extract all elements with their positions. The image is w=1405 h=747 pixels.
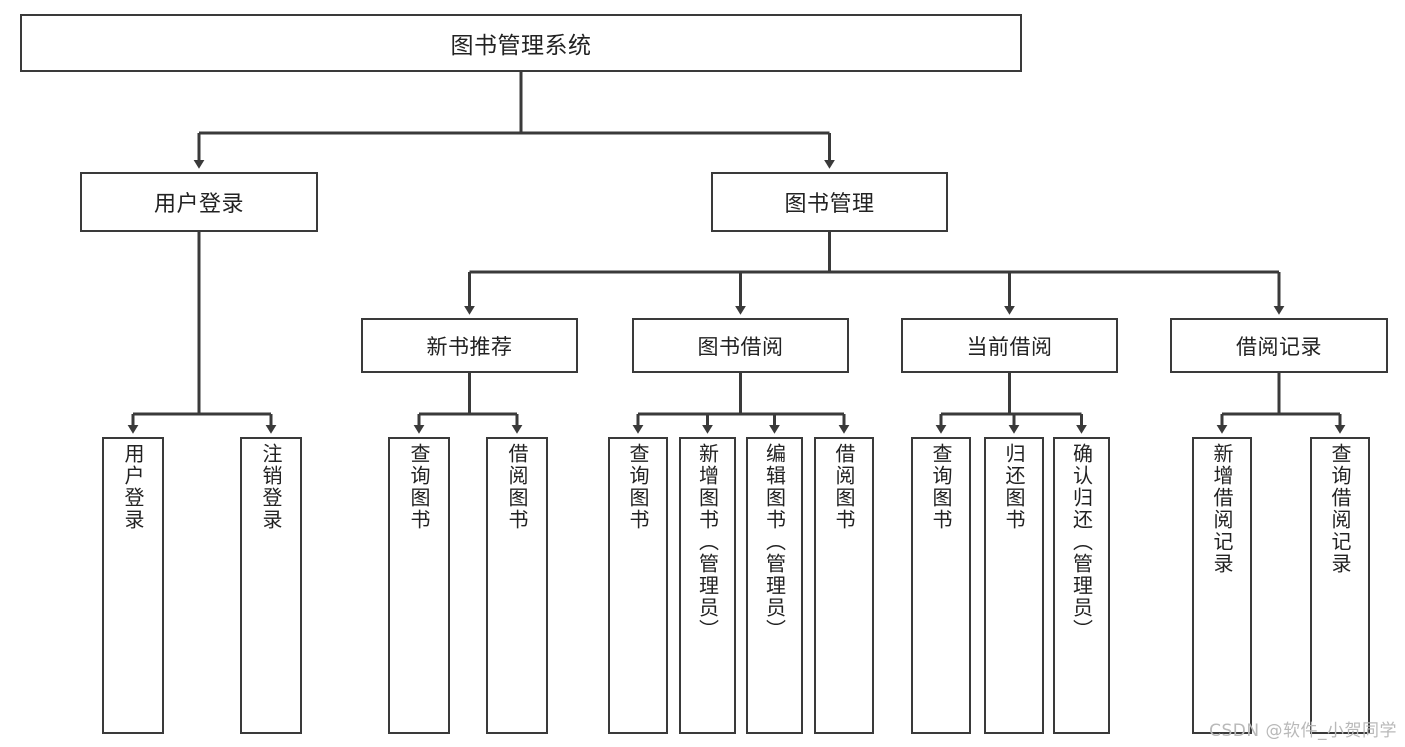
node-leaf-query-book-current[interactable]: 查询图书 — [911, 437, 971, 734]
node-leaf-borrow-book-recommend[interactable]: 借阅图书 — [486, 437, 548, 734]
node-leaf-query-book-recommend[interactable]: 查询图书 — [388, 437, 450, 734]
node-label: 借阅图书 — [832, 443, 856, 531]
node-leaf-return-book[interactable]: 归还图书 — [984, 437, 1044, 734]
node-label: 查询图书 — [929, 443, 953, 531]
node-leaf-logout[interactable]: 注销登录 — [240, 437, 302, 734]
node-leaf-edit-book[interactable]: 编辑图书（管理员） — [746, 437, 803, 734]
node-leaf-add-book[interactable]: 新增图书（管理员） — [679, 437, 736, 734]
watermark-text: CSDN @软件_小贺同学 — [1209, 721, 1397, 741]
node-new-book-recommend[interactable]: 新书推荐 — [361, 318, 578, 373]
node-user-login[interactable]: 用户登录 — [80, 172, 318, 232]
node-label: 确认归还（管理员） — [1069, 443, 1094, 641]
node-book-manage[interactable]: 图书管理 — [711, 172, 948, 232]
node-leaf-borrow-book[interactable]: 借阅图书 — [814, 437, 874, 734]
node-label: 注销登录 — [259, 443, 283, 531]
node-book-borrow[interactable]: 图书借阅 — [632, 318, 849, 373]
node-label: 图书借阅 — [697, 334, 784, 359]
node-label: 新增图书（管理员） — [695, 443, 720, 641]
node-leaf-query-book-borrow[interactable]: 查询图书 — [608, 437, 668, 734]
node-borrow-record[interactable]: 借阅记录 — [1170, 318, 1388, 373]
node-leaf-user-login[interactable]: 用户登录 — [102, 437, 164, 734]
node-label: 归还图书 — [1002, 443, 1026, 531]
node-label: 用户登录 — [121, 443, 145, 531]
node-label: 图书管理系统 — [450, 33, 592, 59]
node-label: 图书管理 — [784, 192, 875, 217]
node-label: 新增借阅记录 — [1210, 443, 1234, 575]
node-label: 查询图书 — [407, 443, 431, 531]
node-root-book-management-system[interactable]: 图书管理系统 — [20, 14, 1022, 72]
node-label: 当前借阅 — [966, 334, 1053, 359]
node-label: 查询图书 — [626, 443, 650, 531]
node-label: 借阅图书 — [505, 443, 529, 531]
node-leaf-query-borrow-record[interactable]: 查询借阅记录 — [1310, 437, 1370, 734]
node-label: 查询借阅记录 — [1328, 443, 1352, 575]
node-label: 借阅记录 — [1236, 334, 1322, 359]
node-label: 编辑图书（管理员） — [762, 443, 787, 641]
node-leaf-confirm-return[interactable]: 确认归还（管理员） — [1053, 437, 1110, 734]
node-leaf-add-borrow-record[interactable]: 新增借阅记录 — [1192, 437, 1252, 734]
node-label: 用户登录 — [153, 192, 244, 217]
node-label: 新书推荐 — [426, 334, 513, 359]
node-current-borrow[interactable]: 当前借阅 — [901, 318, 1118, 373]
